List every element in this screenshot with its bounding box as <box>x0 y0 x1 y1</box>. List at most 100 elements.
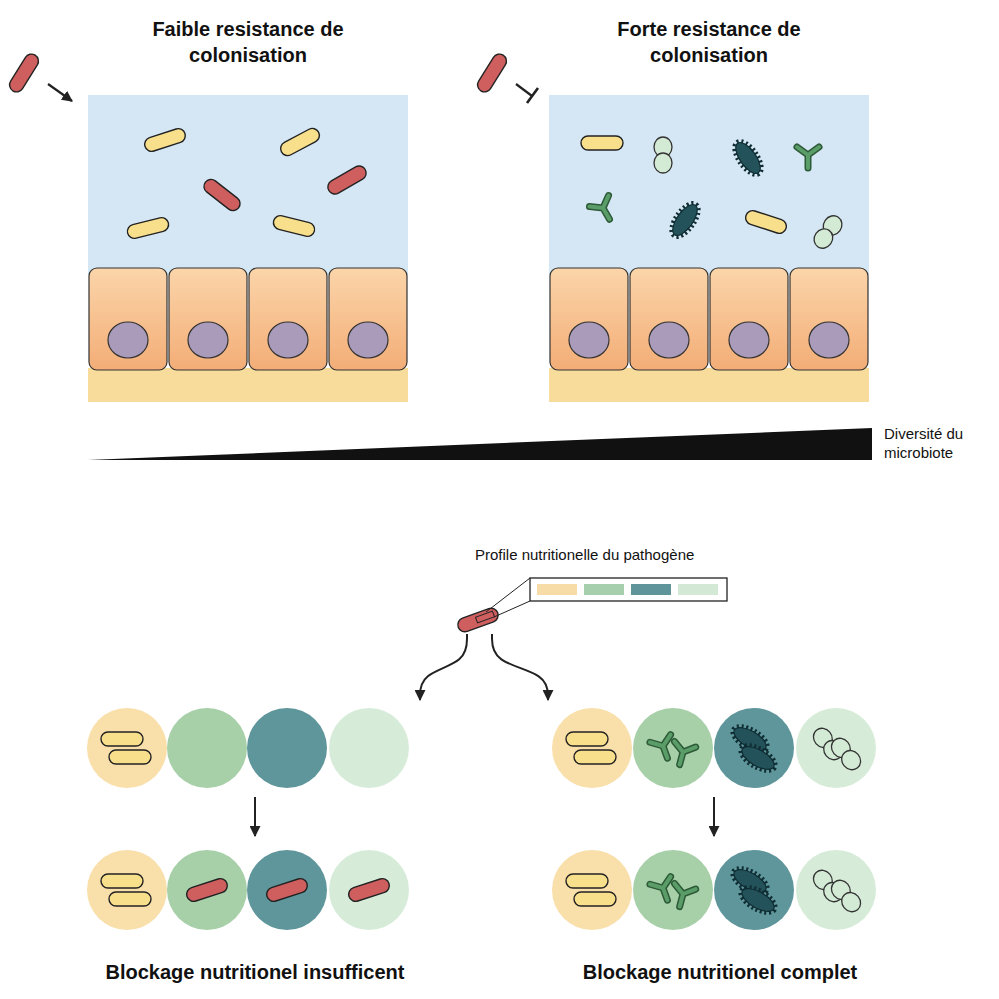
nutrient-niche <box>796 708 876 788</box>
spiky-body <box>667 199 704 240</box>
nutrient-niche <box>633 708 713 788</box>
rod-bacterium <box>581 136 623 150</box>
y-bacterium <box>797 147 819 168</box>
gut-panel: Faible resistance de colonisation <box>88 16 408 402</box>
nucleus <box>649 322 689 358</box>
profile-box <box>530 578 727 601</box>
spiky-body <box>668 201 702 240</box>
nutrient-niche <box>633 850 713 930</box>
nutrient-niche <box>329 708 409 788</box>
profile-label: Profile nutritionelle du pathogène <box>455 546 795 564</box>
nucleus <box>729 322 769 358</box>
spiky-body <box>731 139 765 178</box>
spiky-body <box>738 742 777 774</box>
coccus <box>654 153 672 173</box>
diplococcus <box>654 137 672 173</box>
rod-bacterium <box>574 750 616 764</box>
rod-bacterium <box>126 216 170 240</box>
nutrient-niche <box>714 708 794 788</box>
rod-bacterium <box>566 732 608 746</box>
y-bacterium <box>669 883 696 909</box>
spiky-bacterium <box>737 883 779 918</box>
rod-bacterium <box>272 214 316 238</box>
spiky-body <box>730 137 767 178</box>
rod-bacterium <box>265 877 309 903</box>
epithelial-cell <box>249 268 327 370</box>
rod-bacterium <box>201 177 243 214</box>
nutrient-niche <box>87 850 167 930</box>
y-outline <box>797 147 819 168</box>
row-caption: Blockage nutritionel insufficent <box>60 961 450 984</box>
nucleus <box>268 322 308 358</box>
rod-bacterium <box>475 51 509 94</box>
nutrient-niche <box>87 708 167 788</box>
rod-bacterium <box>101 874 143 888</box>
rod-bacterium <box>278 126 322 158</box>
nucleus <box>348 322 388 358</box>
epithelial-cell <box>89 268 167 370</box>
rod-bacterium <box>574 892 616 906</box>
nutrient-niche <box>167 850 247 930</box>
zoom-line <box>486 578 530 612</box>
nucleus <box>569 322 609 358</box>
niche-row <box>552 850 876 930</box>
spiky-bacterium <box>667 199 704 240</box>
step-arrow <box>713 797 715 836</box>
panel-heading: Faible resistance de colonisation <box>98 16 398 68</box>
diplococcus <box>810 212 845 252</box>
nucleus <box>809 322 849 358</box>
niche-group: Blockage nutritionel complet <box>520 700 920 990</box>
nucleus <box>188 322 228 358</box>
gut-panel: Forte resistance de colonisation <box>549 16 869 402</box>
row-caption: Blockage nutritionel complet <box>520 961 920 984</box>
gut-panel <box>549 95 869 402</box>
nutrient-niche <box>329 850 409 930</box>
coccus <box>838 747 865 774</box>
spiky-bacterium <box>730 137 767 178</box>
colonisation-arrow <box>48 84 72 101</box>
nutrient-niche <box>247 708 327 788</box>
niche-group: Blockage nutritionel insufficent <box>60 700 450 990</box>
y-outline <box>589 196 619 225</box>
epithelial-cell <box>550 268 628 370</box>
connector-arrow <box>420 634 467 700</box>
y-fill <box>797 147 819 168</box>
lumen <box>549 95 869 275</box>
y-outline <box>669 741 696 767</box>
connector-arrow <box>492 634 548 700</box>
lamina <box>88 368 408 402</box>
axis-label: Diversité du microbiote <box>884 424 984 462</box>
rod-bacterium <box>7 51 41 94</box>
rod-bacterium <box>101 732 143 746</box>
zoom-line <box>494 601 530 617</box>
nutrient-niche <box>167 708 247 788</box>
spiky-body <box>737 883 779 918</box>
epithelial-cell <box>630 268 708 370</box>
nutrient-niche <box>552 850 632 930</box>
diversity-wedge <box>88 428 872 460</box>
niche-row <box>87 850 409 930</box>
epithelial-cell <box>169 268 247 370</box>
coccus <box>810 225 836 252</box>
rod-bacterium <box>744 209 788 235</box>
gut-panel <box>88 95 408 402</box>
profile-zoom <box>476 611 495 623</box>
rod-bacterium <box>109 892 151 906</box>
nutrient-niche <box>552 708 632 788</box>
nutrient-bar <box>537 584 577 595</box>
diplococcus <box>828 876 865 915</box>
nutrient-bar <box>678 584 718 595</box>
spiky-bacterium <box>737 741 779 776</box>
nutrient-bar <box>584 584 624 595</box>
y-bacterium <box>669 741 696 767</box>
y-outline <box>669 883 696 909</box>
lamina <box>549 368 869 402</box>
rod-bacterium <box>566 874 608 888</box>
inhibition-bar <box>527 88 538 103</box>
nucleus <box>108 322 148 358</box>
nutrient-niche <box>714 850 794 930</box>
coccus <box>838 889 865 916</box>
spiky-body <box>738 884 777 916</box>
